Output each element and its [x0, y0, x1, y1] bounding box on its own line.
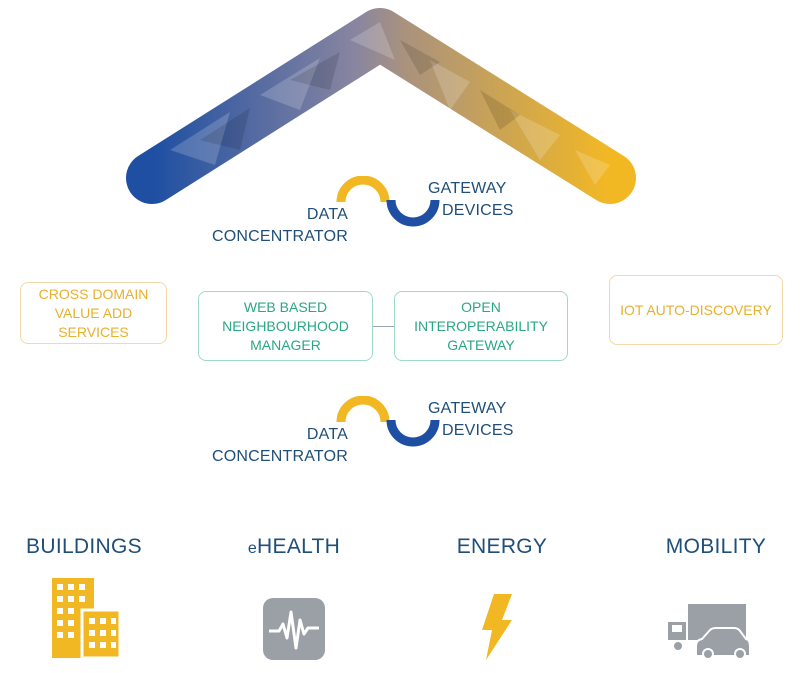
heartbeat-monitor-icon — [263, 598, 325, 660]
lightning-bolt-icon — [482, 594, 512, 660]
truck-and-car-icon — [668, 604, 751, 660]
open-interoperability-gateway-box: OPEN INTEROPERABILITY GATEWAY — [394, 291, 568, 361]
web-neighbourhood-manager-box: WEB BASED NEIGHBOURHOOD MANAGER — [198, 291, 373, 361]
domain-label-energy: ENERGY — [456, 535, 548, 558]
gateway-devices-label-bottom: GATEWAY DEVICES — [428, 400, 514, 439]
domain-label-ehealth: eHEALTH — [247, 535, 341, 558]
iot-auto-discovery-box: IOT AUTO-DISCOVERY — [609, 275, 783, 345]
data-concentrator-label-bottom: DATA CONCENTRATOR — [211, 426, 348, 465]
cross-domain-services-box: CROSS DOMAIN VALUE ADD SERVICES — [20, 282, 167, 344]
connector-symbol-top — [336, 176, 440, 227]
roof-shape — [126, 8, 636, 204]
connector-symbol-bottom — [336, 396, 440, 447]
gateway-devices-label-top: GATEWAY DEVICES — [428, 180, 514, 219]
buildings-icon — [52, 578, 120, 658]
domain-label-mobility: MOBILITY — [665, 535, 767, 558]
domain-label-buildings: BUILDINGS — [26, 535, 142, 558]
manager-gateway-link — [373, 326, 395, 327]
data-concentrator-label-top: DATA CONCENTRATOR — [211, 206, 348, 245]
